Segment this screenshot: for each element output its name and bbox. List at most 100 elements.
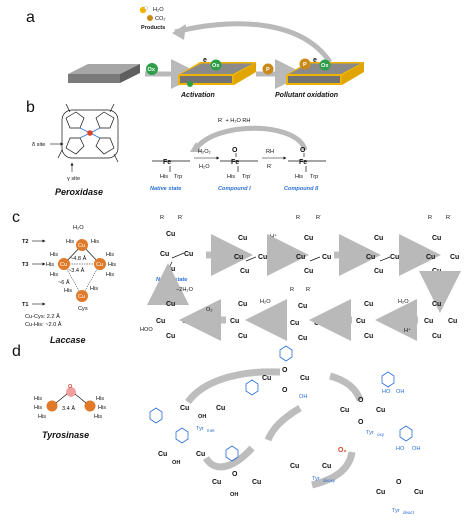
reagents-top: R˙ + H₂O RH (218, 118, 250, 124)
laccase-cycle-top: Cu Cu Cu Cu Native state R R˙ Cu Cu Cu C… (156, 215, 459, 283)
gamma-site-label: γ site (67, 176, 80, 182)
d4-cu-t3a: Cu (356, 318, 365, 325)
tt-o-1: O (282, 367, 288, 374)
c1-rdot: R˙ (178, 215, 184, 221)
step-pollutant-oxidation: Pollutant oxidation (275, 92, 338, 99)
tt-o-2: O (282, 387, 288, 394)
ox-on-surface-2-label: Ox (321, 63, 329, 69)
tyr-deact-sub: deact (403, 510, 415, 515)
products-title: Products (141, 25, 165, 31)
oxy-o-1: O (358, 397, 364, 404)
d-arrow-3 (311, 451, 356, 489)
ox-on-surface-icon (210, 59, 222, 71)
ll-oh: OH (172, 460, 180, 466)
d4-cu-t2: Cu (364, 333, 373, 340)
c5-cu-t2: Cu (432, 268, 441, 275)
native-his: His (160, 174, 168, 180)
d2-cu-t3b: Cu (254, 318, 263, 325)
tyrosinase-cu-site: O 3.4 Å His His His His His His (34, 384, 106, 420)
his-3: His (50, 252, 58, 258)
bc-o-1: O (232, 471, 238, 478)
dist-6: ~6 Å (58, 279, 70, 286)
cu-t1-icon (76, 290, 88, 302)
deact-o-1: O (396, 479, 402, 486)
deact-ho: HO (396, 446, 405, 452)
compound1-fe: Fe (231, 159, 239, 166)
electron-label-2: e (313, 57, 317, 64)
c2-cu-t3a: Cu (234, 254, 243, 261)
bc-cu-2: Cu (252, 479, 261, 486)
o2-label-d: O₂ (338, 447, 347, 454)
tyr-cu-left-icon (46, 400, 58, 412)
ox-badge-1 (146, 63, 158, 75)
tyr-bottom-state: Cu Cu O OH (212, 445, 261, 498)
tyr-cu-right-icon (84, 400, 96, 412)
d3-cu-t2: Cu (298, 335, 307, 342)
his-1: His (66, 239, 74, 245)
native-trp: Trp (174, 174, 182, 180)
compound1-his: His (227, 174, 235, 180)
tyr-his-4: His (96, 396, 104, 402)
minus-2h2o: −2H₂O (176, 287, 194, 293)
oxy-cu-2: Cu (376, 407, 385, 414)
ll-cu-1: Cu (158, 451, 167, 458)
o2-label-c: O₂ (206, 307, 213, 313)
p-badge-label: P (266, 67, 270, 73)
his-5: His (50, 272, 58, 278)
c3-cu-t3a: Cu (296, 254, 305, 261)
cycle-return-arrow (192, 125, 308, 152)
c-hplus-2: H⁺ (404, 239, 411, 246)
c4-cu-t3a: Cu (366, 254, 375, 261)
c4-cu-t1: Cu (374, 235, 383, 242)
c3-cu-t3b: Cu (322, 254, 331, 261)
cu-t2-label: Cu (78, 243, 85, 249)
tyr-top-complex: Cu Cu O O OH (245, 345, 309, 400)
step-activation: Activation (180, 92, 215, 99)
ox-badge-1-label: Ox (148, 67, 156, 73)
c3-cu-t1: Cu (304, 235, 313, 242)
delta-site-label: δ site (32, 142, 45, 148)
cu-t3b-icon (94, 258, 106, 270)
d-arrow-2 (202, 445, 255, 471)
deoxy-cu-2: Cu (322, 463, 331, 470)
compound-2-complex: O Fe His Trp Compound II (284, 147, 326, 192)
rh-label: RH (266, 149, 274, 155)
oxy-oh: OH (396, 389, 404, 395)
c3-cu-t2: Cu (304, 268, 313, 275)
panel-c: c H₂O T2 T3 T1 Cu Cu Cu Cu His His H (12, 209, 461, 345)
his-4: His (46, 262, 54, 268)
tyr-h-label: O (68, 384, 73, 390)
tyr-deact-label: Tyr (392, 508, 400, 514)
c3-rdot: R˙ (316, 215, 322, 221)
tyr-dist: 3.4 Å (62, 405, 75, 412)
t1-label: T1 (22, 302, 29, 308)
tyr-met-sub: met (207, 428, 215, 433)
laccase-cycle-bottom: Cu Cu Cu Cu HOO O₂ Cu Cu Cu Cu H₂O R R˙ … (140, 287, 457, 342)
tyr-met-state: Cu Cu OH Tyr met (149, 405, 225, 444)
d2-cu-t2: Cu (238, 333, 247, 340)
c1-cu-t3b: Cu (184, 251, 193, 258)
bond-cu-his: Cu-His: ~2.0 Å (25, 321, 62, 328)
compound-1-label: Compound I (218, 186, 251, 192)
tt-cu-1: Cu (262, 375, 271, 382)
deoxy-cu-1: Cu (290, 463, 299, 470)
d2-cu-t1: Cu (238, 301, 247, 308)
tyr-his-5: His (98, 405, 106, 411)
d5-cu-t3b: Cu (448, 318, 457, 325)
compound1-o: O (232, 147, 238, 154)
d5-cu-t3a: Cu (424, 318, 433, 325)
panel-d-label: d (12, 343, 21, 360)
ox-on-surface-2-icon (319, 59, 331, 71)
ll-cu-2: Cu (196, 451, 205, 458)
dist-3-4: ~3.4 Å (68, 267, 85, 274)
tyr-met-label: Tyr (196, 426, 204, 432)
panel-c-label: c (12, 209, 20, 226)
compound2-trp: Trp (310, 174, 318, 180)
d-arrow-1 (185, 368, 281, 405)
ox-bottom-icon (187, 81, 193, 87)
return-arrow-head (172, 24, 186, 40)
cu-t2-icon (76, 239, 88, 251)
panel-b: b δ site γ site Peroxidase R˙ + H₂O RH (26, 99, 326, 197)
d1-cu-t3a: Cu (156, 318, 165, 325)
